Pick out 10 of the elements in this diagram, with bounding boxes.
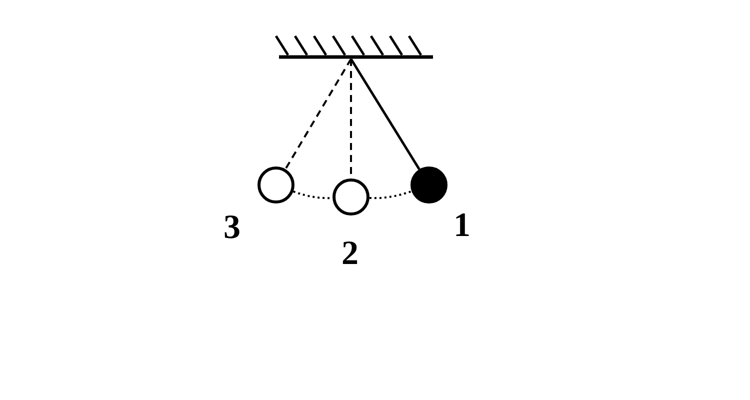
pendulum-bob [332, 178, 370, 216]
pendulum-bob [258, 166, 294, 204]
pendulum-string [350, 58, 420, 170]
position-number: 2 [342, 237, 358, 271]
dashed-string [284, 58, 352, 170]
pendulum-bob [410, 166, 448, 204]
position-number: 1 [454, 209, 470, 243]
position-number: 3 [224, 211, 240, 245]
swing-path [369, 190, 412, 200]
ceiling-support [274, 35, 433, 59]
